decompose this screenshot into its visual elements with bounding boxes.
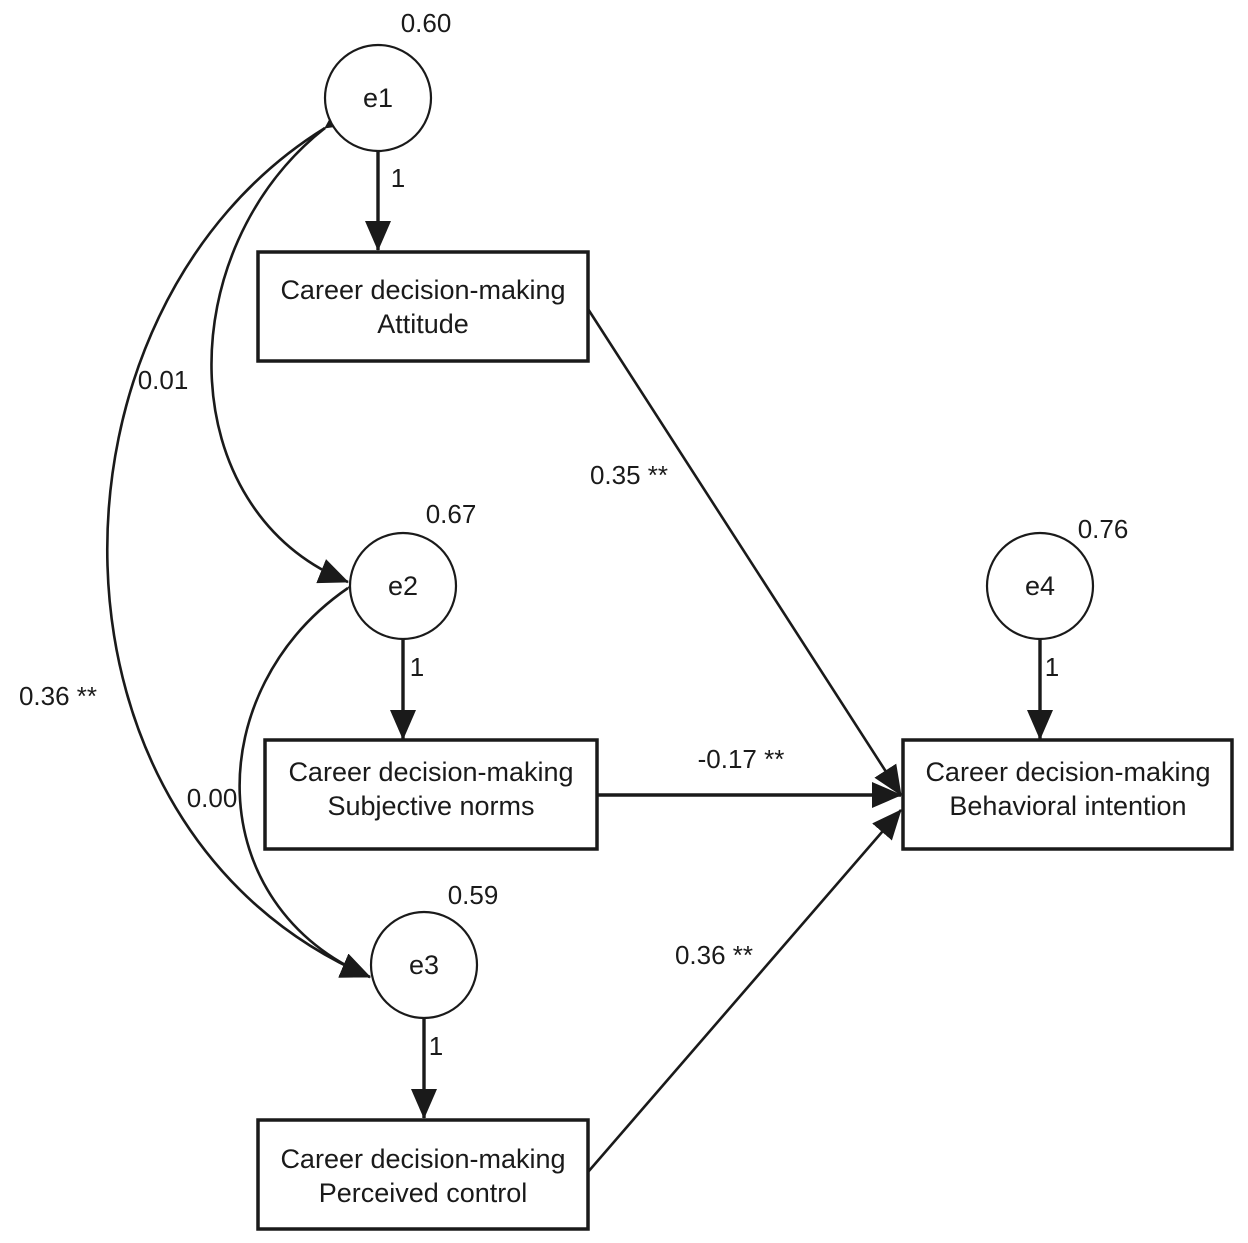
- path-attitude-intention-label: 0.35 **: [590, 460, 668, 490]
- path-control-intention: [587, 809, 902, 1173]
- node-norms-line2: Subjective norms: [327, 791, 534, 821]
- covariance-e2-e3-curve: [238, 560, 380, 979]
- loading-label-e1: 1: [391, 163, 405, 193]
- error-e2-label: e2: [388, 571, 418, 601]
- covariance-e1-e2-curve: [210, 99, 356, 584]
- node-attitude-line1: Career decision-making: [280, 275, 565, 305]
- path-attitude-intention: [586, 308, 903, 796]
- variance-e3: 0.59: [448, 880, 499, 910]
- error-e3: e3: [369, 910, 479, 1020]
- node-intention-line2: Behavioral intention: [949, 791, 1186, 821]
- loading-label-e2: 1: [410, 652, 424, 682]
- covariance-e1-e2-label: 0.01: [138, 365, 189, 395]
- path-norms-intention-label: -0.17 **: [698, 744, 785, 774]
- covariance-e1-e3-label: 0.36 **: [19, 681, 97, 711]
- error-e4-label: e4: [1025, 571, 1055, 601]
- node-subjective-norms: Career decision-making Subjective norms: [263, 738, 599, 851]
- loading-label-e4: 1: [1045, 652, 1059, 682]
- error-e1-label: e1: [363, 83, 393, 113]
- variance-e1: 0.60: [401, 8, 452, 38]
- node-attitude: Career decision-making Attitude: [256, 250, 590, 363]
- path-control-intention-label: 0.36 **: [675, 940, 753, 970]
- variance-e2: 0.67: [426, 499, 477, 529]
- node-perceived-control: Career decision-making Perceived control: [256, 1118, 590, 1231]
- node-attitude-line2: Attitude: [377, 309, 469, 339]
- error-e3-label: e3: [409, 950, 439, 980]
- loading-label-e3: 1: [429, 1031, 443, 1061]
- node-intention-line1: Career decision-making: [925, 757, 1210, 787]
- node-control-line1: Career decision-making: [280, 1144, 565, 1174]
- error-e2: e2: [348, 531, 458, 641]
- node-behavioral-intention: Career decision-making Behavioral intent…: [901, 738, 1234, 851]
- error-e4: e4: [985, 531, 1095, 641]
- variance-e4: 0.76: [1078, 514, 1129, 544]
- covariance-e1-e3-curve: [106, 101, 371, 979]
- node-control-line2: Perceived control: [319, 1178, 528, 1208]
- node-norms-line1: Career decision-making: [288, 757, 573, 787]
- error-e1: e1: [323, 43, 433, 153]
- covariance-e2-e3-label: 0.00: [187, 783, 238, 813]
